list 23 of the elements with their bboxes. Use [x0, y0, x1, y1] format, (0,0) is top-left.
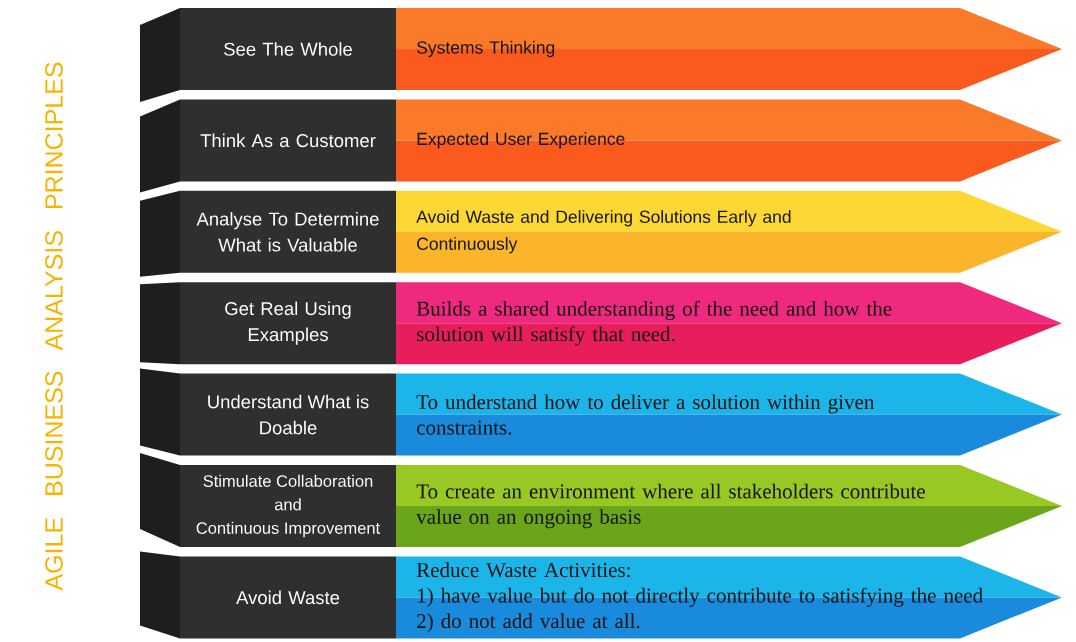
arrow-banner: Avoid Waste and Delivering Solutions Early and Continuously	[396, 190, 1062, 273]
node-label: Avoid Waste and Delivering Solutions Early and	[416, 210, 791, 227]
arrow-banner: Expected User Experience	[396, 99, 1062, 182]
arrow-banner: Systems Thinking	[396, 8, 1062, 90]
arrow-banner: To understand how to deliver a solution within given constraints.	[396, 373, 1062, 456]
title: AGILE BUSINESS ANALYSIS PRINCIPLES	[45, 62, 63, 591]
principle-box: Think As a Customer	[140, 99, 396, 193]
principle-box: Analyse To Determine What is Valuable	[140, 190, 396, 277]
node-label: constraints.	[417, 420, 512, 435]
node-label: See The Whole	[224, 42, 352, 56]
arrow-banner: To create an environment where all stakeholders contribute value on an ongoing basis	[396, 465, 1062, 547]
node-label: Stimulate Collaboration and Continuous Improvement	[196, 474, 381, 538]
arrow-banner: Reduce Waste Activities: 1) have value but do not directly contribute to satisfying the need 2) do not add value at all.	[396, 556, 1062, 639]
node-label: solution will satisfy that need.	[417, 326, 675, 346]
principle-box: Stimulate Collaboration and Continuous Improvement	[140, 453, 396, 547]
principle-box: See The Whole	[140, 8, 396, 102]
principle-box: Understand What is Doable	[140, 368, 396, 456]
arrow-banner: Builds a shared understanding of the need and how the solution will satisfy that need.	[396, 282, 1062, 365]
node-label: value on an ongoing basis	[416, 509, 641, 529]
principle-box: Avoid Waste	[140, 551, 396, 639]
node-label: Think As a Customer	[200, 133, 376, 148]
principle-box: Get Real Using Examples	[140, 282, 396, 365]
node-label: 2) do not add value at all.	[417, 613, 640, 633]
